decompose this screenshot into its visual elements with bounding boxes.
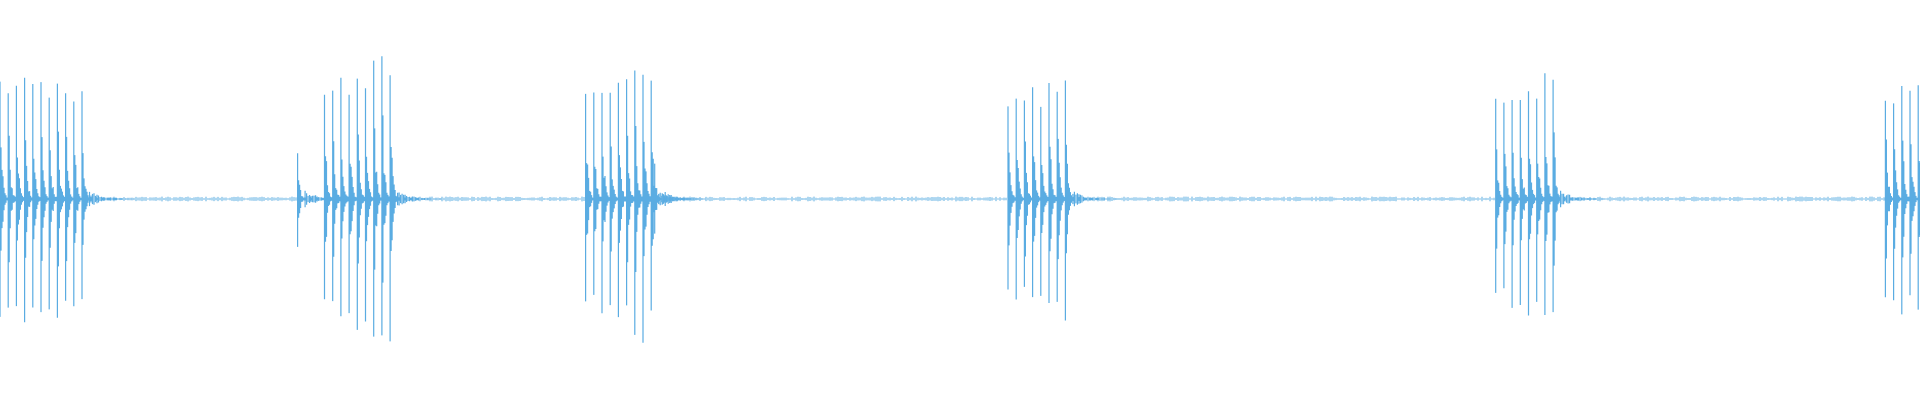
waveform-burst-path — [585, 70, 703, 343]
waveform-burst — [0, 77, 134, 323]
waveform-burst-path — [1007, 80, 1117, 321]
waveform-burst-path — [1495, 73, 1605, 316]
waveform-burst — [1495, 73, 1605, 316]
waveform-burst-path — [323, 56, 442, 342]
waveform-burst-path — [1884, 85, 1920, 315]
waveform-burst — [654, 163, 707, 234]
waveform-burst — [323, 56, 442, 342]
waveform-burst-path — [0, 77, 134, 323]
waveform-burst — [1007, 80, 1117, 321]
waveform-burst-path — [654, 163, 707, 234]
waveform-burst — [1884, 85, 1920, 315]
waveform-burst — [585, 70, 703, 343]
waveform-baseline — [0, 196, 1920, 202]
